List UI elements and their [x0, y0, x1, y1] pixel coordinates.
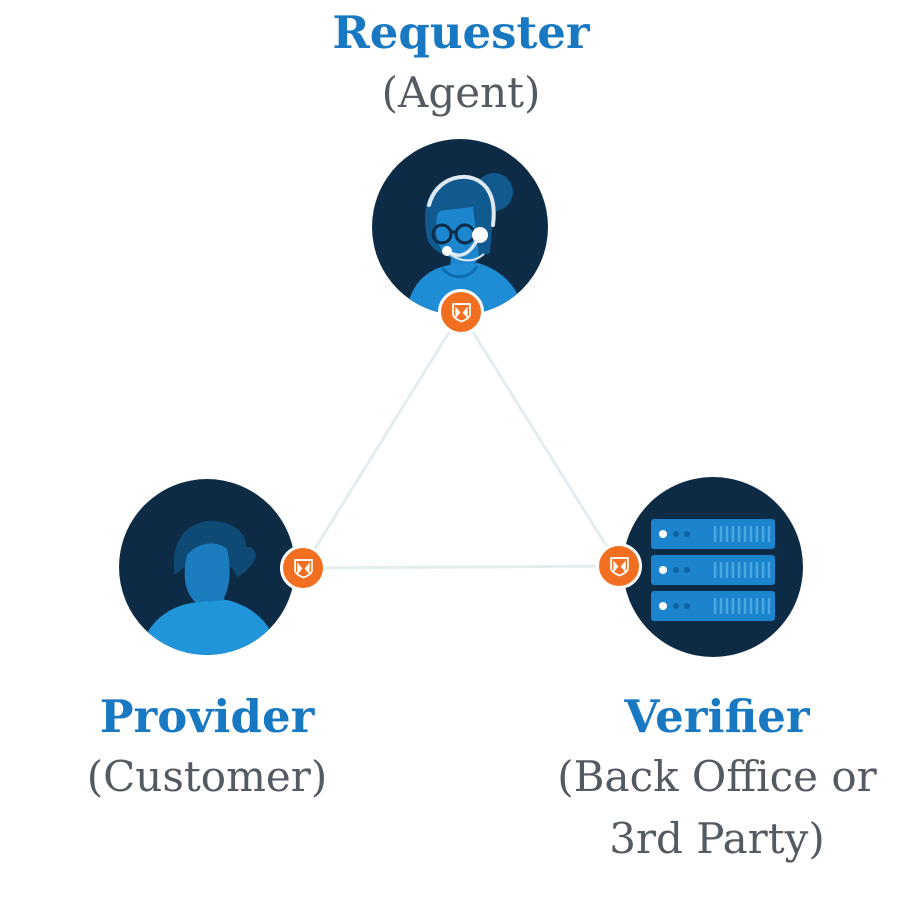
shield-x-icon: [451, 302, 471, 322]
shield-badge-requester: [438, 289, 484, 335]
provider-title: Provider: [99, 690, 315, 743]
verifier-subtitle: (Back Office or 3rd Party): [557, 751, 877, 863]
shield-badge-verifier: [596, 543, 642, 589]
customer-avatar: [119, 479, 295, 655]
shield-badge-provider: [280, 545, 326, 591]
verifier-title: Verifier: [624, 690, 810, 743]
requester-title: Requester: [332, 6, 590, 59]
verifier-label: Verifier (Back Office or 3rd Party): [537, 688, 897, 870]
provider-label: Provider (Customer): [87, 688, 327, 808]
requester-subtitle: (Agent): [381, 67, 541, 117]
shield-x-icon: [293, 558, 313, 578]
requester-label: Requester (Agent): [332, 4, 589, 124]
shield-x-icon: [609, 556, 629, 576]
provider-subtitle: (Customer): [86, 751, 328, 801]
server-rack-icon: [623, 477, 803, 657]
